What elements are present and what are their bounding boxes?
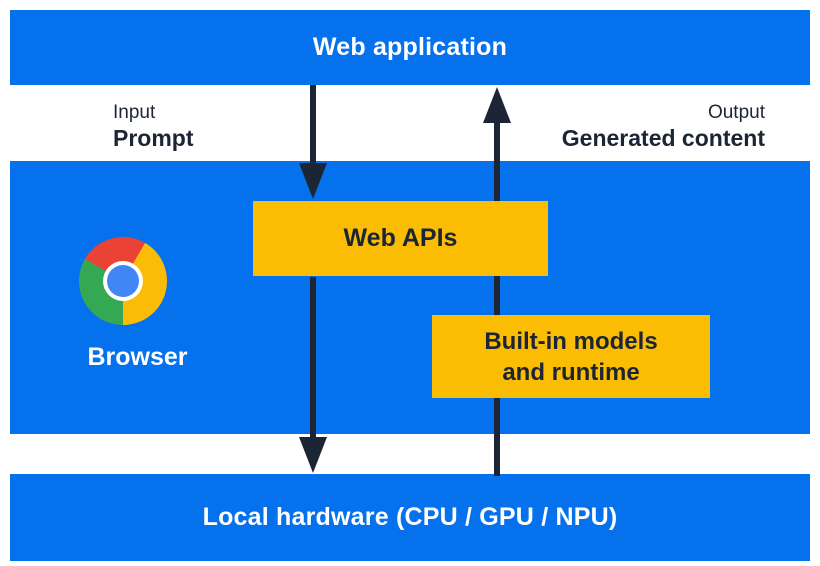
output-annotation: Output Generated content — [562, 101, 765, 152]
input-label: Input — [113, 102, 156, 123]
prompt-down-arrow-line-upper — [310, 85, 316, 165]
web-apis-label: Web APIs — [343, 224, 458, 252]
builtin-models-label-line2: and runtime — [502, 358, 640, 386]
web-application-label: Web application — [312, 33, 508, 61]
chrome-logo-core — [107, 265, 139, 297]
browser-label: Browser — [87, 343, 188, 371]
chrome-logo-icon — [79, 237, 167, 325]
prompt-down-arrowhead-lower — [299, 437, 327, 473]
local-hardware-bar: Local hardware (CPU / GPU / NPU) — [10, 474, 810, 561]
prompt-label: Prompt — [113, 125, 194, 151]
builtin-models-label-line1: Built-in models — [484, 327, 658, 355]
prompt-down-arrow-line-lower — [310, 277, 316, 439]
web-apis-box: Web APIs — [253, 201, 548, 276]
prompt-down-arrowhead-upper — [299, 163, 327, 199]
web-application-bar: Web application — [10, 10, 810, 85]
chrome-logo-ring — [103, 261, 143, 301]
local-hardware-label: Local hardware (CPU / GPU / NPU) — [202, 503, 618, 531]
content-up-arrowhead — [483, 87, 511, 123]
input-annotation: Input Prompt — [113, 101, 194, 152]
output-label: Output — [707, 102, 765, 123]
builtin-models-box: Built-in models and runtime — [432, 315, 710, 398]
content-up-arrow-line — [494, 121, 500, 476]
generated-content-label: Generated content — [561, 125, 765, 151]
